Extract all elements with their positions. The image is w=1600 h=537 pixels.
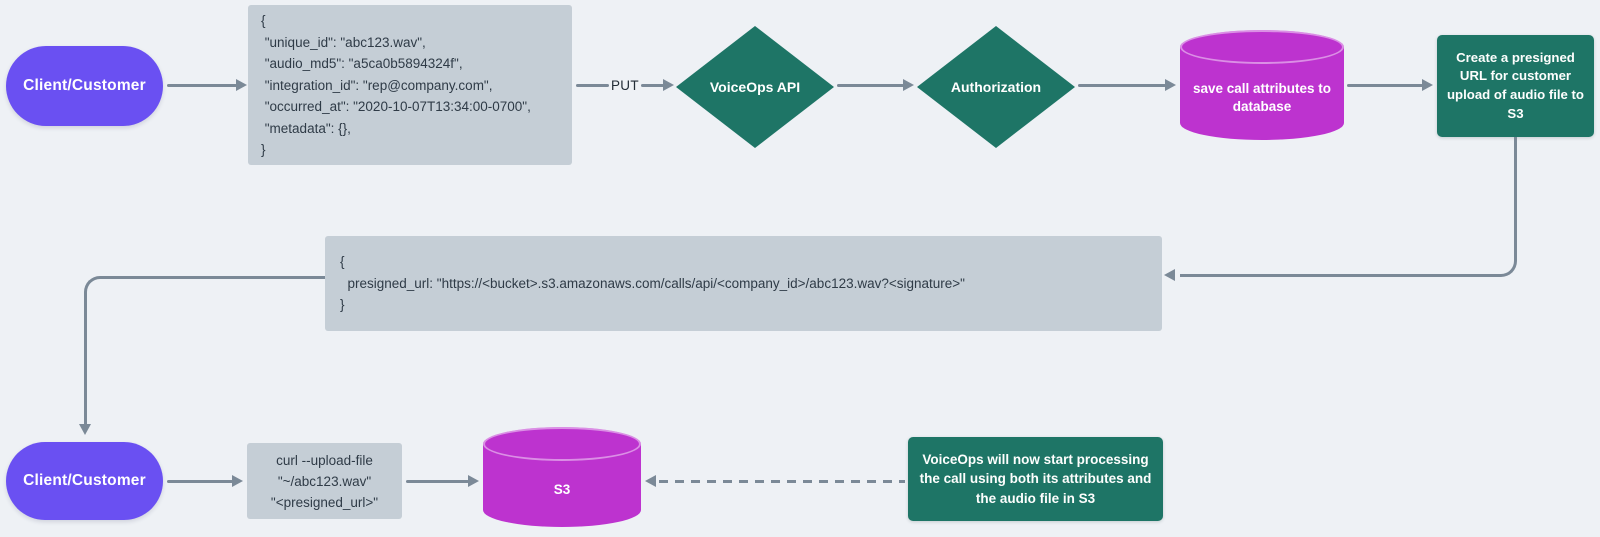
arrowhead-right-icon bbox=[663, 79, 674, 91]
s3-cylinder: S3 bbox=[483, 427, 641, 527]
arrowhead-right-icon bbox=[468, 475, 479, 487]
connector-response-to-client bbox=[84, 276, 325, 424]
request-json-line: "audio_md5": "a5ca0b5894324f", bbox=[261, 56, 463, 71]
arrowhead-left-icon bbox=[1164, 269, 1175, 281]
authorization-diamond: Authorization bbox=[917, 26, 1075, 148]
arrow-client-to-request-line bbox=[167, 84, 237, 87]
arrow-api-to-auth-line bbox=[837, 84, 904, 87]
arrowhead-right-icon bbox=[1165, 79, 1176, 91]
processing-note-box: VoiceOps will now start processing the c… bbox=[908, 437, 1163, 521]
presign-step-label: Create a presigned URL for customer uplo… bbox=[1447, 49, 1584, 121]
connector-presign-to-response bbox=[1180, 137, 1517, 277]
curl-command-line: "<presigned_url>" bbox=[270, 494, 379, 510]
database-cylinder-label: save call attributes to database bbox=[1192, 80, 1332, 114]
presign-step-box: Create a presigned URL for customer uplo… bbox=[1437, 35, 1594, 137]
request-json-line: } bbox=[261, 142, 266, 157]
database-cylinder: save call attributes to database bbox=[1180, 30, 1344, 140]
arrow-put-to-api-line bbox=[641, 84, 664, 87]
curl-command-line: curl --upload-file bbox=[276, 452, 373, 468]
voiceops-api-diamond: VoiceOps API bbox=[676, 26, 834, 148]
curl-command-box: curl --upload-file "~/abc123.wav" "<pres… bbox=[247, 443, 402, 519]
arrow-request-to-put-line bbox=[576, 84, 609, 87]
s3-cylinder-label: S3 bbox=[553, 481, 571, 497]
response-json-box: { presigned_url: "https://<bucket>.s3.am… bbox=[325, 236, 1162, 331]
cylinder-lid bbox=[483, 427, 641, 461]
arrowhead-down-icon bbox=[79, 424, 91, 435]
arrowhead-right-icon bbox=[1422, 79, 1433, 91]
arrow-curl-to-s3-line bbox=[406, 480, 469, 483]
arrowhead-right-icon bbox=[236, 79, 247, 91]
processing-note-label: VoiceOps will now start processing the c… bbox=[919, 452, 1152, 506]
cylinder-lid bbox=[1180, 30, 1344, 64]
arrow-auth-to-db-line bbox=[1078, 84, 1166, 87]
client-customer-label-top: Client/Customer bbox=[23, 77, 146, 94]
client-customer-label-bottom: Client/Customer bbox=[23, 472, 146, 489]
put-method-label: PUT bbox=[611, 78, 639, 93]
response-json-line: } bbox=[340, 297, 345, 312]
request-json-line: "integration_id": "rep@company.com", bbox=[261, 77, 493, 93]
request-json-box: { "unique_id": "abc123.wav", "audio_md5"… bbox=[248, 5, 572, 165]
request-json-line: "occurred_at": "2020-10-07T13:34:00-0700… bbox=[261, 99, 531, 114]
client-customer-node-top: Client/Customer bbox=[6, 46, 163, 126]
response-json-line: presigned_url: "https://<bucket>.s3.amaz… bbox=[340, 275, 965, 291]
arrow-client-to-curl-line bbox=[167, 480, 233, 483]
authorization-label: Authorization bbox=[950, 79, 1042, 95]
arrow-db-to-presign-line bbox=[1347, 84, 1423, 87]
request-json-line: "unique_id": "abc123.wav", bbox=[261, 34, 426, 50]
arrowhead-right-icon bbox=[232, 475, 243, 487]
arrowhead-right-icon bbox=[903, 79, 914, 91]
dashed-arrow-processing-to-s3 bbox=[659, 480, 905, 483]
voiceops-api-label: VoiceOps API bbox=[709, 79, 801, 95]
curl-command-line: "~/abc123.wav" bbox=[277, 473, 372, 489]
request-json-line: "metadata": {}, bbox=[261, 120, 351, 136]
request-json-line: { bbox=[261, 13, 266, 28]
response-json-line: { bbox=[340, 254, 345, 269]
arrowhead-left-icon bbox=[645, 475, 656, 487]
client-customer-node-bottom: Client/Customer bbox=[6, 442, 163, 520]
